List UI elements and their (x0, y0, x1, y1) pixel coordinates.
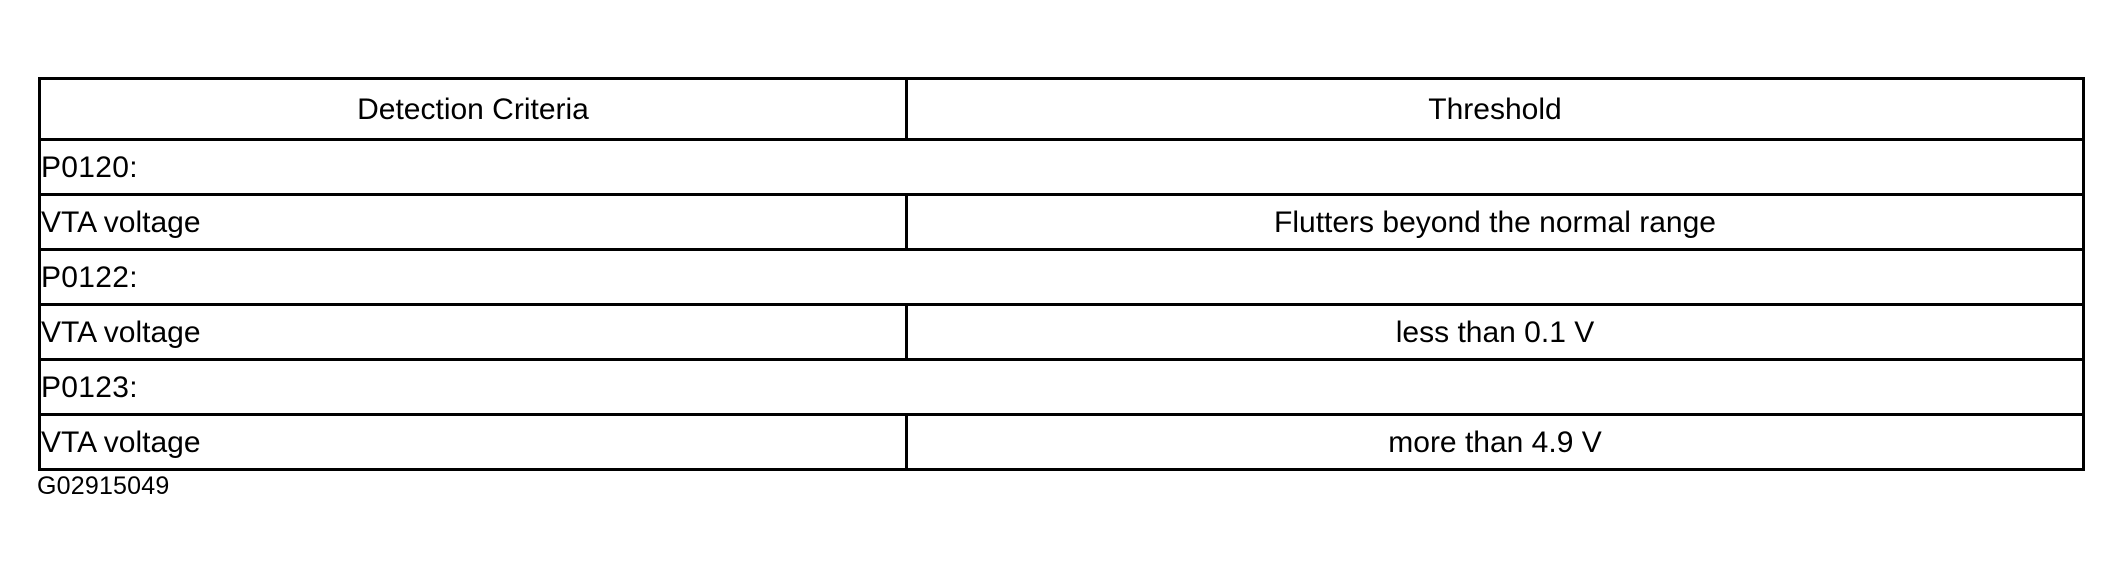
threshold-cell: less than 0.1 V (905, 303, 2085, 361)
dtc-code-p0123: P0123: (38, 358, 2085, 416)
criteria-cell: VTA voltage (38, 193, 908, 251)
table-body: Detection Criteria Threshold P0120: VTA … (38, 77, 2085, 471)
detection-criteria-table: Detection Criteria Threshold P0120: VTA … (38, 77, 2085, 471)
table-row: P0122: (38, 248, 2085, 306)
figure-id-caption: G02915049 (37, 472, 170, 500)
dtc-code-p0120: P0120: (38, 138, 2085, 196)
criteria-cell: VTA voltage (38, 413, 908, 471)
table-row: VTA voltage less than 0.1 V (38, 303, 2085, 361)
table-row: VTA voltage Flutters beyond the normal r… (38, 193, 2085, 251)
table-header-row: Detection Criteria Threshold (38, 77, 2085, 141)
column-header-threshold: Threshold (905, 77, 2085, 141)
threshold-cell: Flutters beyond the normal range (905, 193, 2085, 251)
criteria-cell: VTA voltage (38, 303, 908, 361)
dtc-code-p0122: P0122: (38, 248, 2085, 306)
table-row: P0123: (38, 358, 2085, 416)
column-header-detection-criteria: Detection Criteria (38, 77, 908, 141)
table-row: VTA voltage more than 4.9 V (38, 413, 2085, 471)
table-row: P0120: (38, 138, 2085, 196)
threshold-cell: more than 4.9 V (905, 413, 2085, 471)
